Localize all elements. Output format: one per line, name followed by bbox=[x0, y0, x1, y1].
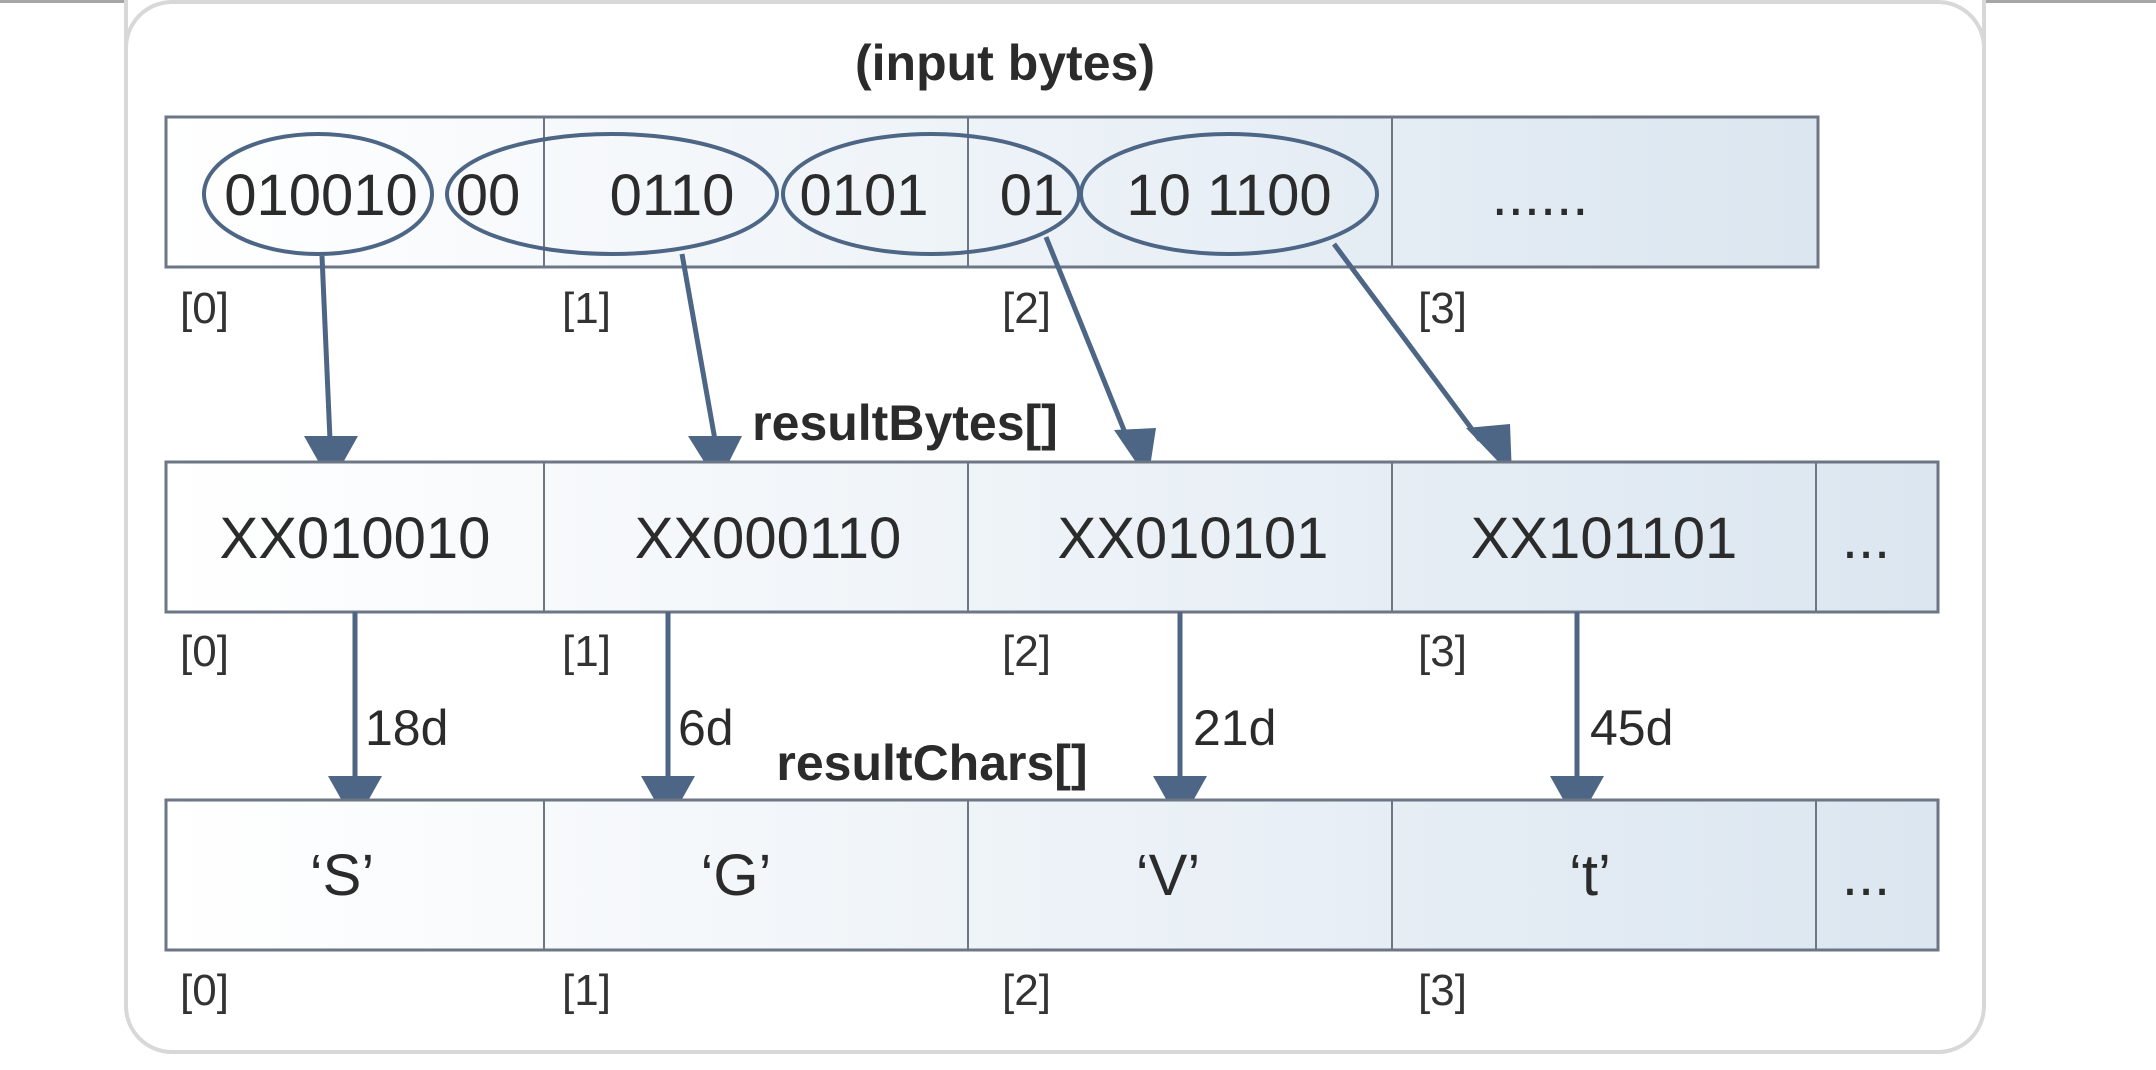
chars-index-0: [0] bbox=[180, 966, 229, 1015]
arrowhead-byte-0 bbox=[304, 436, 358, 484]
input-index-1: [1] bbox=[562, 284, 611, 333]
bit-group-oval-0 bbox=[202, 132, 434, 256]
result-bytes-ellipsis: ... bbox=[1842, 506, 1890, 571]
input-ellipsis: ...... bbox=[1492, 163, 1589, 228]
arrow-input-to-byte-3 bbox=[1331, 242, 1483, 442]
input-index-0: [0] bbox=[180, 284, 229, 333]
chars-index-2: [2] bbox=[1002, 966, 1051, 1015]
bytes-index-1: [1] bbox=[562, 627, 611, 676]
decimal-label-1: 6d bbox=[678, 700, 734, 756]
input-bits-2: 0110 bbox=[610, 163, 735, 228]
chars-index-1: [1] bbox=[562, 966, 611, 1015]
result-chars-title: resultChars[] bbox=[776, 735, 1087, 791]
result-char-3: ‘t’ bbox=[1569, 843, 1611, 908]
input-bits-5: 10 1100 bbox=[1126, 163, 1331, 228]
input-bits-0: 010010 bbox=[224, 163, 418, 228]
bytes-index-0: [0] bbox=[180, 627, 229, 676]
bit-group-oval-1 bbox=[445, 132, 779, 256]
result-byte-3: XX101101 bbox=[1471, 506, 1738, 571]
decimal-label-3: 45d bbox=[1590, 700, 1673, 756]
result-char-0: ‘S’ bbox=[310, 843, 374, 908]
decimal-label-0: 18d bbox=[365, 700, 448, 756]
arrow-input-to-byte-1 bbox=[679, 253, 718, 441]
arrowhead-byte-1 bbox=[688, 436, 742, 484]
result-byte-2: XX010101 bbox=[1058, 506, 1329, 571]
input-index-3: [3] bbox=[1418, 284, 1467, 333]
result-byte-1: XX000110 bbox=[635, 506, 902, 571]
input-bits-3: 0101 bbox=[799, 163, 928, 228]
result-bytes-row bbox=[164, 460, 1940, 614]
arrow-input-to-byte-2 bbox=[1043, 236, 1131, 441]
input-bits-4: 01 bbox=[1000, 163, 1065, 228]
arrow-input-to-byte-0 bbox=[319, 255, 333, 441]
result-byte-0: XX010010 bbox=[220, 506, 491, 571]
bit-group-oval-3 bbox=[1079, 132, 1379, 256]
input-bytes-row bbox=[164, 115, 1820, 269]
result-char-1: ‘G’ bbox=[701, 843, 772, 908]
result-char-2: ‘V’ bbox=[1136, 843, 1200, 908]
result-chars-ellipsis: ... bbox=[1842, 843, 1890, 908]
decimal-label-2: 21d bbox=[1193, 700, 1276, 756]
input-index-2: [2] bbox=[1002, 284, 1051, 333]
result-bytes-title: resultBytes[] bbox=[752, 395, 1058, 451]
result-chars-row bbox=[164, 798, 1940, 952]
bytes-index-2: [2] bbox=[1002, 627, 1051, 676]
input-bytes-title: (input bytes) bbox=[855, 35, 1155, 91]
input-bits-1: 00 bbox=[456, 163, 521, 228]
bytes-index-3: [3] bbox=[1418, 627, 1467, 676]
chars-index-3: [3] bbox=[1418, 966, 1467, 1015]
